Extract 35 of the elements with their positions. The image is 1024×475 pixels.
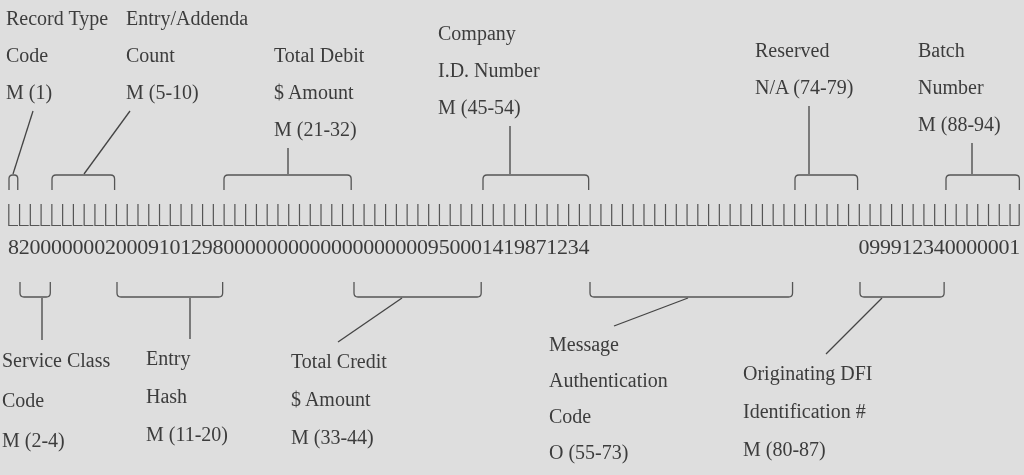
field-label: Total Debit $ Amount M (21-32) [274, 37, 366, 148]
leader-line [287, 147, 289, 175]
record-digits: 099912340000001 [858, 234, 1020, 260]
bracket [352, 282, 482, 298]
field-label: Originating DFI Identification # M (80-87) [743, 354, 874, 468]
bracket [793, 174, 859, 190]
field-label: Message Authentication Code O (55-73) [549, 326, 669, 470]
field-label: Reserved N/A (74-79) [755, 32, 854, 106]
field-label: Entry/Addenda Count M (5-10) [126, 0, 250, 111]
field-label: Entry Hash M (11-20) [146, 339, 229, 453]
leader-line [12, 110, 34, 175]
leader-line [971, 142, 973, 175]
bracket [51, 174, 116, 190]
bracket [115, 282, 224, 298]
field-label: Company I.D. Number M (45-54) [438, 15, 541, 126]
leader-line [83, 110, 131, 175]
field-label: Total Credit $ Amount M (33-44) [291, 342, 388, 456]
leader-line [825, 297, 883, 355]
field-label: Record Type Code M (1) [6, 0, 110, 111]
leader-line [41, 297, 43, 341]
bracket [944, 174, 1020, 190]
leader-line [509, 125, 511, 175]
leader-line [808, 105, 810, 175]
bracket [18, 282, 52, 298]
field-label: Service Class Code M (2-4) [2, 340, 112, 460]
bracket [858, 282, 945, 298]
bracket [589, 282, 794, 298]
leader-line [613, 297, 689, 327]
bracket [481, 174, 590, 190]
leader-line [189, 297, 191, 340]
leader-line [337, 297, 403, 343]
bracket [8, 174, 19, 190]
bracket [223, 174, 353, 190]
record-digits: 820000000200091012980000000000000000000950001419871234 [8, 234, 590, 260]
field-label: Batch Number M (88-94) [918, 32, 1001, 143]
